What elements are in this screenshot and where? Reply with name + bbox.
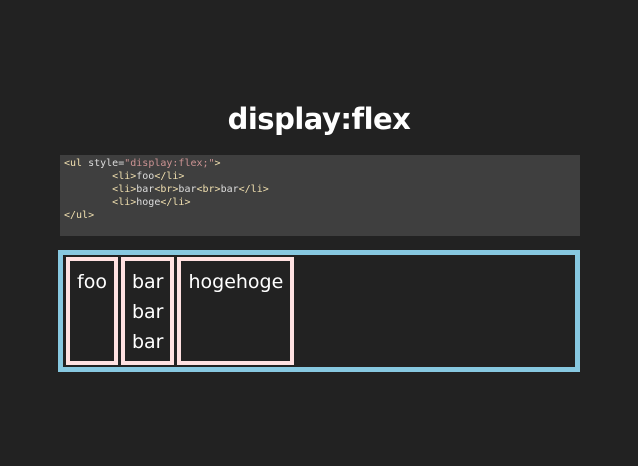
code-token: <li>	[112, 171, 137, 182]
code-block: <ul style="display:flex;"> <li>foo</li> …	[60, 155, 580, 236]
code-line-1: <ul style="display:flex;">	[64, 157, 576, 170]
code-line-4: <li>hoge</li>	[64, 196, 576, 209]
flex-item-text: bar	[131, 271, 164, 293]
flex-item-hoge: hogehoge	[177, 257, 295, 365]
code-token: </ul>	[64, 210, 95, 221]
code-token: bar	[178, 184, 197, 195]
code-token: >	[214, 158, 221, 169]
code-line-3: <li>bar<br>bar<br>bar</li>	[64, 183, 576, 196]
code-indent	[64, 197, 112, 208]
code-token: <	[64, 158, 71, 169]
code-token: </li>	[238, 184, 269, 195]
flex-item-bar: bar bar bar	[120, 257, 175, 365]
code-token: </li>	[154, 171, 185, 182]
code-token: </li>	[160, 197, 191, 208]
flex-item-text: hogehoge	[188, 271, 284, 293]
flex-item-text: foo	[77, 271, 107, 293]
code-token: hoge	[136, 197, 161, 208]
code-token: <br>	[154, 184, 179, 195]
code-token: <li>	[112, 197, 137, 208]
flex-item-text: bar	[131, 301, 164, 323]
code-token: bar	[220, 184, 239, 195]
flex-item-text: bar	[131, 331, 164, 353]
code-token: ul	[70, 158, 83, 169]
code-token: <br>	[196, 184, 221, 195]
code-line-2: <li>foo</li>	[64, 170, 576, 183]
slide-title: display:flex	[227, 102, 411, 136]
code-token: style=	[82, 158, 125, 169]
flex-item-foo: foo	[66, 257, 118, 365]
code-token: foo	[136, 171, 155, 182]
flex-container-demo: foo bar bar bar hogehoge	[58, 250, 580, 372]
code-token: <li>	[112, 184, 137, 195]
code-indent	[64, 184, 112, 195]
code-token: "display:flex;"	[124, 158, 215, 169]
code-indent	[64, 171, 112, 182]
code-token: bar	[136, 184, 155, 195]
code-line-5: </ul>	[64, 209, 576, 222]
